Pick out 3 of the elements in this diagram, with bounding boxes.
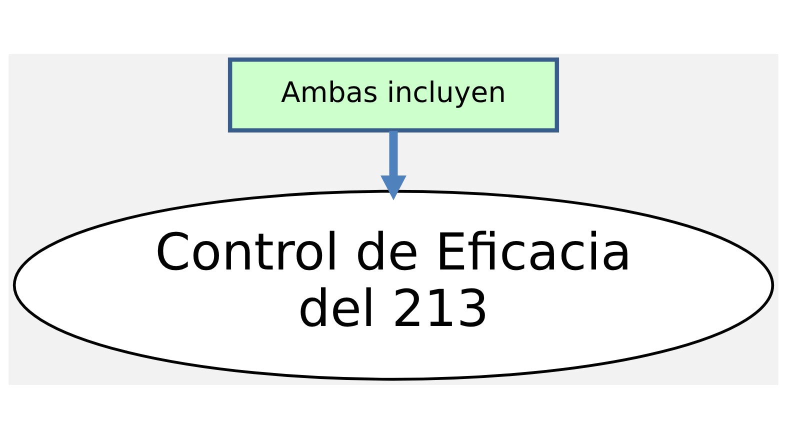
arrow [380, 130, 406, 200]
node-ellipse: Control de Eficacia del 213 [12, 190, 774, 381]
node-box: Ambas incluyen [228, 58, 560, 133]
